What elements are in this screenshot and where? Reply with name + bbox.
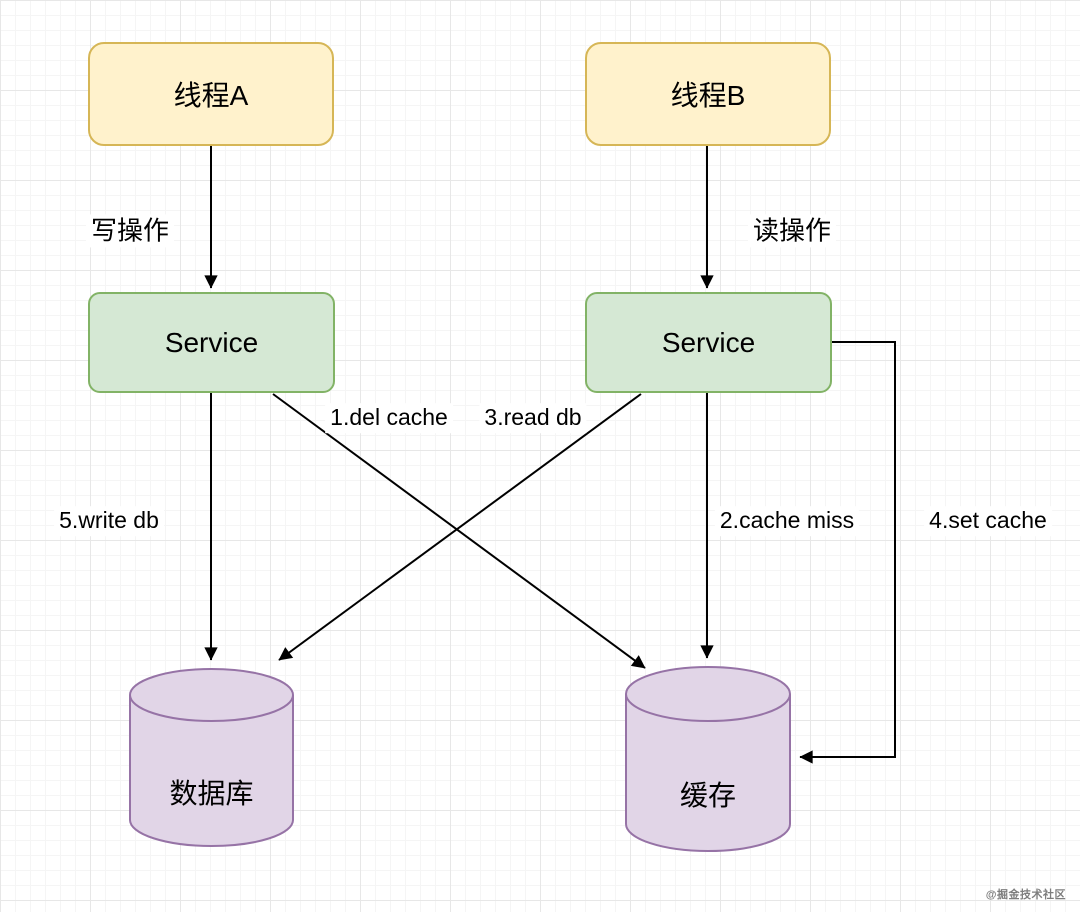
node-cache: 缓存 <box>624 663 792 855</box>
node-database: 数据库 <box>128 665 295 850</box>
edge-label-set-cache: 4.set cache <box>924 506 1052 536</box>
edge-del-cache-arrow <box>272 393 646 669</box>
cache-cylinder-icon <box>625 666 791 852</box>
edge-set-cache-arrow <box>799 341 896 764</box>
node-service-a: Service <box>88 292 335 393</box>
juejin-watermark: @掘金技术社区 <box>985 889 1066 901</box>
edge-label-read-op: 读操作 <box>747 214 837 248</box>
edge-label-del-cache: 1.del cache <box>325 403 453 433</box>
database-cylinder-icon <box>129 668 294 847</box>
node-thread-a-label: 线程A <box>173 80 249 111</box>
node-service-b-label: Service <box>661 326 756 358</box>
node-database-label: 数据库 <box>169 778 254 810</box>
edge-read-db-arrow <box>278 393 642 661</box>
node-cache-label: 缓存 <box>679 780 736 812</box>
node-service-a-label: Service <box>164 326 259 358</box>
node-thread-b-label: 线程B <box>670 80 746 111</box>
edge-label-write-op: 写操作 <box>85 214 175 248</box>
node-service-b: Service <box>585 292 832 393</box>
edge-label-read-db: 3.read db <box>479 403 587 433</box>
edge-label-cache-miss: 2.cache miss <box>714 506 860 536</box>
node-thread-b: 线程B <box>585 42 831 146</box>
edge-label-write-db: 5.write db <box>54 506 164 536</box>
node-thread-a: 线程A <box>88 42 334 146</box>
